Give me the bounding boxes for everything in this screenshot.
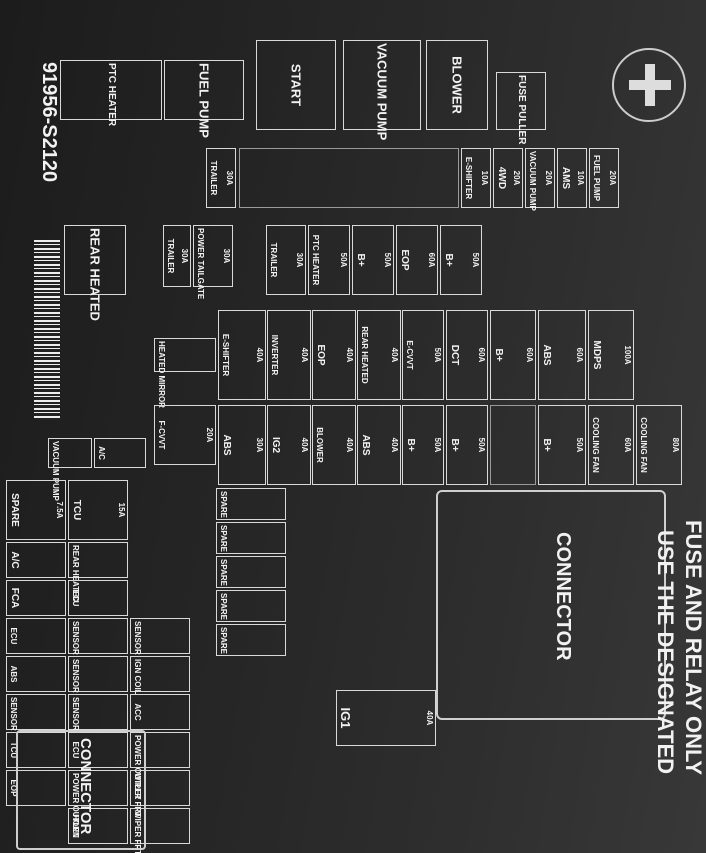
relay-fuel-pump: FUEL PUMP — [164, 60, 244, 138]
fuse-b-plus-4: 50A B+ — [538, 405, 586, 485]
fuse-puller: FUSE PULLER — [496, 72, 546, 145]
relay-label: BLOWER — [449, 56, 465, 114]
relay-label: FUEL PUMP — [196, 63, 212, 138]
fuse-trailer-2: 30A TRAILER — [163, 225, 191, 287]
fuse-trailer-1: 30A TRAILER — [206, 148, 236, 208]
connector-main-frame: CONNECTOR — [436, 490, 666, 720]
fuse-abs-3: 60A ABS — [538, 310, 586, 400]
fuse-sensor-1: SENSOR — [68, 694, 128, 731]
fuse-e-cvvt: 50A E-CVVT — [402, 310, 444, 400]
positive-terminal-icon — [612, 48, 686, 122]
relay-blower: BLOWER — [426, 40, 488, 130]
fuse-heated-mirror: HEATED MIRROR — [154, 338, 216, 408]
fuse-f-cvvt: 20A F-CVVT — [154, 405, 216, 465]
fuse-rear-heated-2: REAR HEATED — [68, 542, 128, 602]
fuse-b-plus-1: 50A B+ — [352, 225, 394, 295]
fuse-puller-label: FUSE PULLER — [516, 75, 528, 145]
fuse-eop: 40A EOP — [312, 310, 356, 400]
fuse-4wd: 20A 4WD — [493, 148, 523, 208]
connector-top-frame: CONNECTOR — [16, 730, 146, 850]
fuse-a-c-10a: A/C — [6, 542, 66, 578]
fuse-fuel-pump: 20A FUEL PUMP — [589, 148, 619, 208]
connector-top-label: CONNECTOR — [77, 738, 94, 835]
fuse-eop-2: 60A EOP — [396, 225, 438, 295]
empty-slot-row — [239, 148, 459, 208]
fuse-spare-25a: SPARE — [216, 522, 286, 554]
fuse-trailer-3: 30A TRAILER — [266, 225, 306, 295]
relay-label: PTC HEATER — [106, 63, 118, 127]
empty-slot — [490, 405, 536, 485]
fuse-sensor-3: SENSOR — [6, 694, 66, 731]
fuse-inverter: 40A INVERTER — [267, 310, 311, 400]
notice-line-1: USE THE DESIGNATED — [653, 530, 678, 775]
fuse-abs-1: 40A ABS — [357, 405, 401, 485]
fuse-ecu-2: ECU — [68, 580, 128, 616]
fuse-power-tailgate: 30A POWER TAILGATE — [193, 225, 233, 299]
relay-start: START — [256, 40, 336, 130]
fuse-vacuum-pump: 20A VACUUM PUMP — [525, 148, 555, 211]
fuse-a-c: A/C — [94, 438, 146, 468]
fuse-ptc-heater: 50A PTC HEATER — [308, 225, 350, 295]
relay-label: VACUUM PUMP — [374, 43, 390, 141]
fuse-ig1: 40A IG1 — [336, 690, 436, 746]
fuse-ign-coil: IGN COIL — [130, 656, 190, 695]
fuse-fca: FCA — [6, 580, 66, 616]
fuse-ams: 10A AMS — [557, 148, 587, 208]
fuse-sensor-5: SENSOR — [130, 618, 190, 655]
barcode — [34, 240, 60, 420]
fuse-spare-30a: SPARE — [216, 488, 286, 520]
fuse-e-shifter-2: 10A E-SHIFTER — [461, 148, 491, 208]
fuse-b-plus-2: 50A B+ — [446, 405, 488, 485]
fuse-dct: 60A DCT — [446, 310, 488, 400]
fuse-spare-10a: SPARE — [216, 624, 286, 656]
fuse-mdps: 100A MDPS — [588, 310, 634, 400]
relay-ptc-heater: PTC HEATER — [60, 60, 162, 127]
notice-line-2: FUSE AND RELAY ONLY — [681, 520, 706, 776]
fuse-b-plus-6: 60A B+ — [490, 310, 536, 400]
fuse-b-plus-5: 50A B+ — [440, 225, 482, 295]
part-number: 91956-S2120 — [38, 62, 60, 183]
fuse-spare-15a: SPARE — [216, 590, 286, 622]
fuse-sensor-4: SENSOR — [68, 656, 128, 693]
fuse-rear-heated: 40A REAR HEATED — [357, 310, 401, 400]
fuse-b-plus-3: 50A B+ — [402, 405, 444, 485]
relay-rear-heated: REAR HEATED — [64, 225, 126, 321]
fuse-cooling-fan-1: 80A COOLING FAN — [636, 405, 682, 485]
fuse-spare-7-5a: 7.5A SPARE — [6, 480, 66, 540]
fuse-ecu-3: ECU — [6, 618, 66, 654]
fuse-e-shifter: 40A E-SHIFTER — [218, 310, 266, 400]
fuse-abs-4: ABS — [6, 656, 66, 692]
fuse-blower: 40A BLOWER — [312, 405, 356, 485]
connector-main-label: CONNECTOR — [552, 532, 574, 661]
fuse-abs-2: 30A ABS — [218, 405, 266, 485]
relay-label: REAR HEATED — [87, 228, 103, 321]
fuse-spare-20a: SPARE — [216, 556, 286, 588]
fuse-ig2: 40A IG2 — [267, 405, 311, 485]
fuse-acc: ACC — [130, 694, 190, 730]
relay-vacuum-pump: VACUUM PUMP — [343, 40, 421, 141]
fuse-vacuum-pump-small: VACUUM PUMP — [48, 438, 92, 501]
fuse-cooling-fan-2: 60A COOLING FAN — [588, 405, 634, 485]
fuse-tcu-15a: 15A TCU — [68, 480, 128, 540]
relay-label: START — [288, 63, 304, 107]
fuse-sensor-2: SENSOR — [68, 618, 128, 655]
